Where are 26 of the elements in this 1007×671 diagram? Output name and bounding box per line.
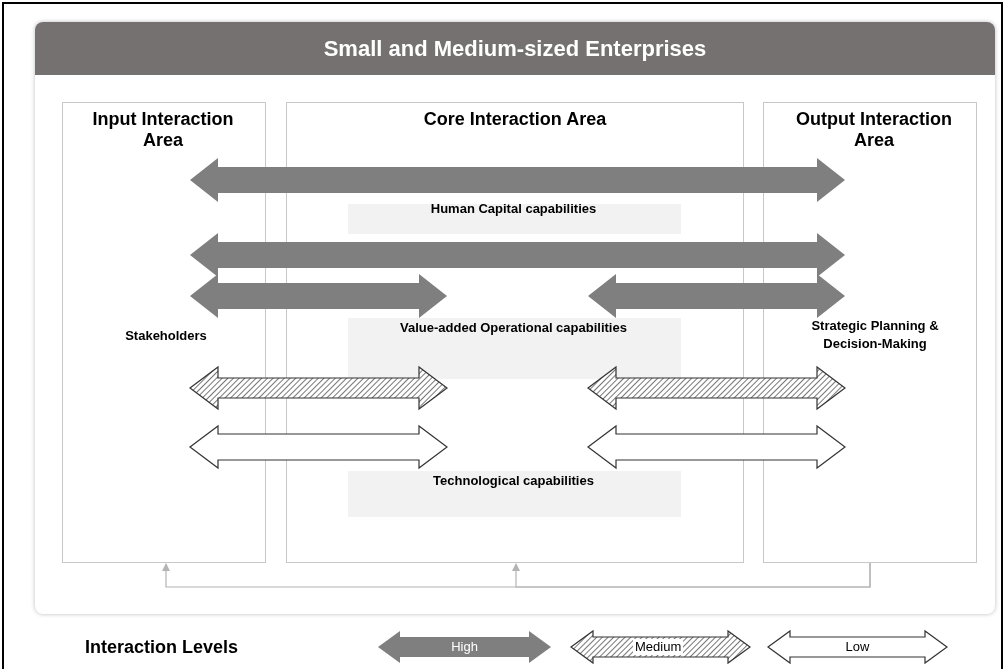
node-label: Strategic Planning & Decision-Making: [786, 317, 964, 357]
area-box: [763, 102, 977, 563]
double-arrow: [189, 365, 448, 411]
legend-text: Low: [844, 639, 871, 655]
area-title: Input Interaction Area: [91, 109, 235, 151]
capability-label: Technological capabilities: [423, 472, 604, 490]
area-title: Core Interaction Area: [422, 109, 608, 130]
double-arrow: [189, 424, 448, 470]
capability-label: Value-added Operational capabilities: [388, 319, 639, 337]
feedback-arrow: [512, 562, 871, 588]
capability-label: Human Capital capabilities: [423, 200, 604, 218]
legend-title: Interaction Levels: [85, 637, 239, 658]
legend-text: Medium: [633, 639, 684, 655]
area-box: [62, 102, 266, 563]
double-arrow: [588, 274, 845, 318]
area-box: [286, 102, 744, 563]
capability-band: [348, 318, 681, 379]
legend-text: High: [450, 639, 479, 655]
double-arrow: [587, 424, 846, 470]
node-label: Stakeholders: [101, 327, 231, 347]
double-arrow: [190, 274, 447, 318]
double-arrow: [190, 233, 845, 277]
double-arrow: [190, 158, 845, 202]
area-title: Output Interaction Area: [795, 109, 953, 151]
panel-title: Small and Medium-sized Enterprises: [35, 22, 995, 75]
double-arrow: [587, 365, 846, 411]
